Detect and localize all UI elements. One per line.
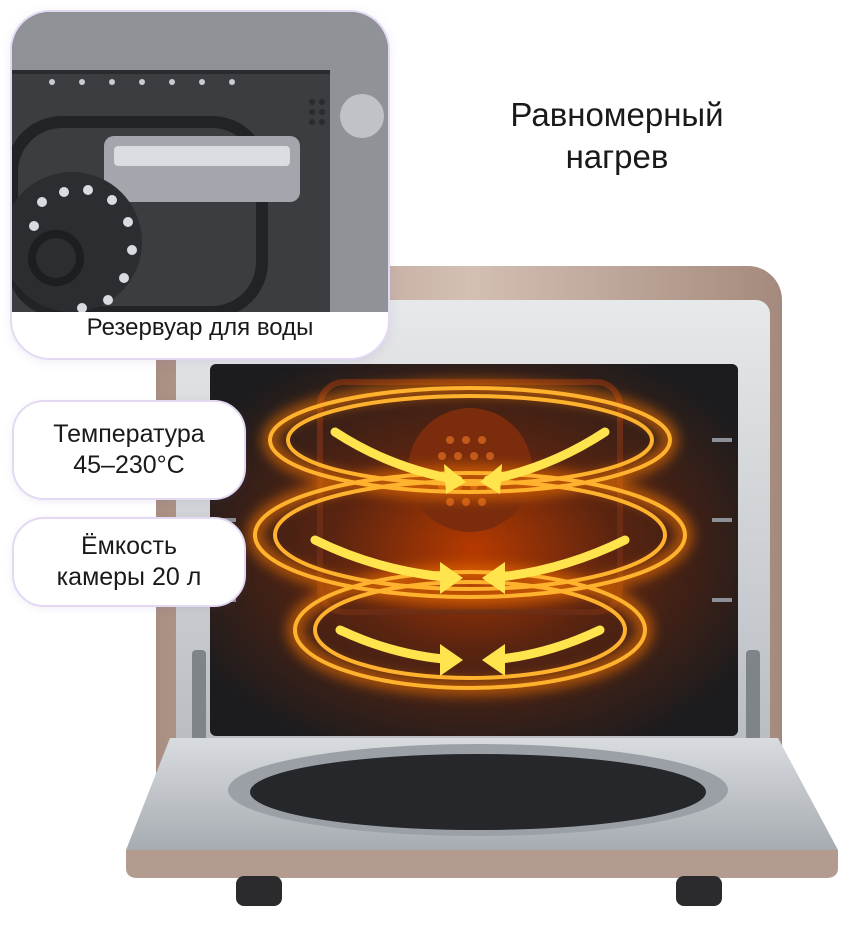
reservoir-inset-card: Резервуар для воды <box>10 10 390 360</box>
headline-line-2: нагрев <box>565 138 669 175</box>
door-window-glass <box>250 754 706 830</box>
feature-headline: Равномерный нагрев <box>462 94 772 178</box>
capacity-callout: Ёмкость камеры 20 л <box>12 517 246 607</box>
heat-arrowheads <box>440 464 505 676</box>
oven-cavity <box>210 364 738 736</box>
temperature-label: Температура <box>53 420 205 448</box>
reservoir-photo <box>12 12 388 312</box>
temperature-range: 45–230°C <box>73 451 185 479</box>
door-edge <box>126 850 838 878</box>
capacity-label: Ёмкость <box>81 532 177 560</box>
door-hinges <box>192 650 760 746</box>
water-reservoir-tank <box>104 136 300 202</box>
oven-foot-left <box>236 876 282 906</box>
oven-foot-right <box>676 876 722 906</box>
heat-rings <box>253 386 687 690</box>
headline-line-1: Равномерный <box>510 96 724 133</box>
reservoir-caption: Резервуар для воды <box>86 314 314 341</box>
temperature-callout: Температура 45–230°C <box>12 400 246 500</box>
capacity-value: камеры 20 л <box>56 563 202 591</box>
